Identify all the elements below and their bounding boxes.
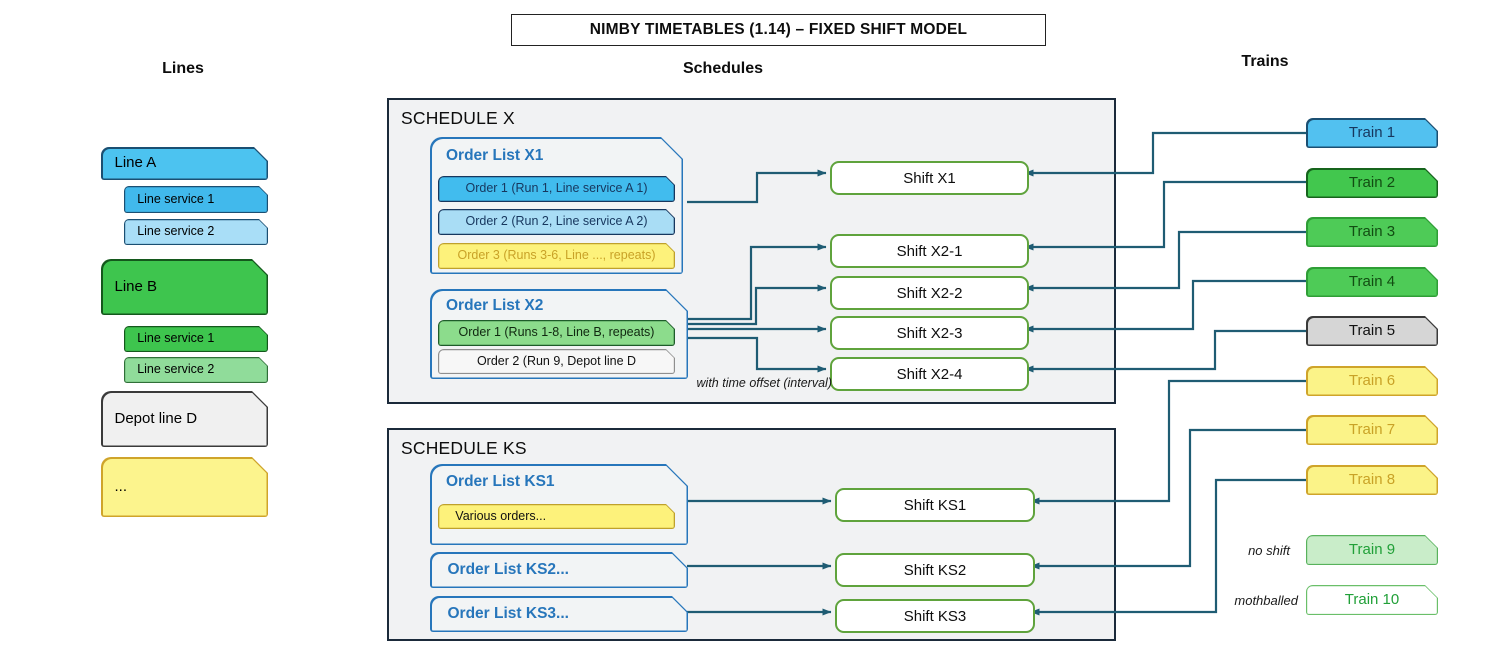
column-header-lines: Lines [162,60,204,77]
line-a-service-1-label: Line service 1 [137,191,215,206]
order-list-ks3-title: Order List KS3... [447,605,569,623]
line-b-service-1-label: Line service 1 [137,331,215,346]
order-ks1-various-box: Various orders... [438,504,675,529]
schedule-x-panel: SCHEDULE X Order List X1 Order 1 (Run 1,… [387,98,1116,404]
line-b-service-2-label: Line service 2 [137,362,215,377]
shift-ks2-label: Shift KS2 [903,561,967,579]
train-2-label: Train 2 [1348,173,1396,191]
line-a-service-1-box: Line service 1 [124,186,268,213]
line-a-service-2-box: Line service 2 [124,219,268,245]
shift-x2-3-box: Shift X2-3 [830,316,1029,350]
order-x1-3-box: Order 3 (Runs 3-6, Line ..., repeats) [438,243,675,269]
time-offset-caption: with time offset (interval) [696,376,832,390]
train-2-box: Train 2 [1306,168,1438,198]
shift-ks3-label: Shift KS3 [903,607,967,625]
shift-ks2-box: Shift KS2 [835,553,1035,587]
lines-ellipsis-label: ... [114,477,128,495]
line-b-service-2-box: Line service 2 [124,357,268,383]
order-x1-3-label: Order 3 (Runs 3-6, Line ..., repeats) [457,248,656,263]
schedule-ks-title: SCHEDULE KS [401,438,527,458]
train-5-label: Train 5 [1348,321,1396,339]
order-x1-2-box: Order 2 (Run 2, Line service A 2) [438,209,675,235]
line-b-label: Line B [114,277,158,295]
shift-x2-4-label: Shift X2-4 [896,365,963,383]
shift-x1-box: Shift X1 [830,161,1029,195]
train-3-label: Train 3 [1348,222,1396,240]
depot-line-d-label: Depot line D [114,409,198,427]
train-5-box: Train 5 [1306,316,1438,346]
train-6-box: Train 6 [1306,366,1438,396]
train-1-label: Train 1 [1348,123,1396,141]
order-x1-1-label: Order 1 (Run 1, Line service A 1) [465,181,648,196]
train-8-label: Train 8 [1348,470,1396,488]
order-x2-1-box: Order 1 (Runs 1-8, Line B, repeats) [438,320,675,346]
schedule-ks-panel: SCHEDULE KS Order List KS1 Various order… [387,428,1116,641]
order-x2-2-label: Order 2 (Run 9, Depot line D [476,353,637,368]
train-3-box: Train 3 [1306,217,1438,247]
train-9-label: Train 9 [1348,540,1396,558]
depot-line-d-box: Depot line D [101,391,268,447]
train-10-box: Train 10 [1306,585,1438,615]
train-7-box: Train 7 [1306,415,1438,445]
shift-x2-1-label: Shift X2-1 [896,242,963,260]
order-list-x1-title: Order List X1 [446,147,544,164]
order-x2-1-label: Order 1 (Runs 1-8, Line B, repeats) [458,325,655,340]
order-list-ks2-title: Order List KS2... [447,561,569,579]
train-4-box: Train 4 [1306,267,1438,297]
no-shift-annotation: no shift [1248,543,1290,558]
shift-ks1-box: Shift KS1 [835,488,1035,522]
shift-x2-2-label: Shift X2-2 [896,284,963,302]
train-1-box: Train 1 [1306,118,1438,148]
line-a-service-2-label: Line service 2 [137,224,215,239]
order-ks1-various-label: Various orders... [455,508,547,523]
train-4-label: Train 4 [1348,272,1396,290]
shift-x2-3-label: Shift X2-3 [896,324,963,342]
shift-x2-2-box: Shift X2-2 [830,276,1029,310]
train-6-label: Train 6 [1348,371,1396,389]
order-x2-2-box: Order 2 (Run 9, Depot line D [438,349,675,374]
shift-ks3-box: Shift KS3 [835,599,1035,633]
diagram-title: NIMBY TIMETABLES (1.14) – FIXED SHIFT MO… [511,14,1046,46]
mothballed-annotation: mothballed [1234,593,1298,608]
line-b-service-1-box: Line service 1 [124,326,268,352]
column-header-schedules: Schedules [682,60,764,77]
order-list-ks2-container: Order List KS2... [430,552,688,588]
shift-x2-1-box: Shift X2-1 [830,234,1029,268]
train-8-box: Train 8 [1306,465,1438,495]
shift-ks1-label: Shift KS1 [903,496,967,514]
order-x1-1-box: Order 1 (Run 1, Line service A 1) [438,176,675,202]
lines-ellipsis-box: ... [101,457,268,517]
order-list-ks3-container: Order List KS3... [430,596,688,632]
shift-x2-4-box: Shift X2-4 [830,357,1029,391]
order-list-ks1-title: Order List KS1 [446,473,555,490]
train-9-box: Train 9 [1306,535,1438,565]
line-a-label: Line A [114,154,157,172]
shift-x1-label: Shift X1 [903,169,956,187]
train-10-label: Train 10 [1344,590,1400,608]
train-7-label: Train 7 [1348,420,1396,438]
order-x1-2-label: Order 2 (Run 2, Line service A 2) [465,214,648,229]
line-a-box: Line A [101,147,268,180]
order-list-x2-title: Order List X2 [446,297,544,314]
column-header-trains: Trains [1241,53,1289,70]
schedule-x-title: SCHEDULE X [401,108,515,128]
line-b-box: Line B [101,259,268,315]
